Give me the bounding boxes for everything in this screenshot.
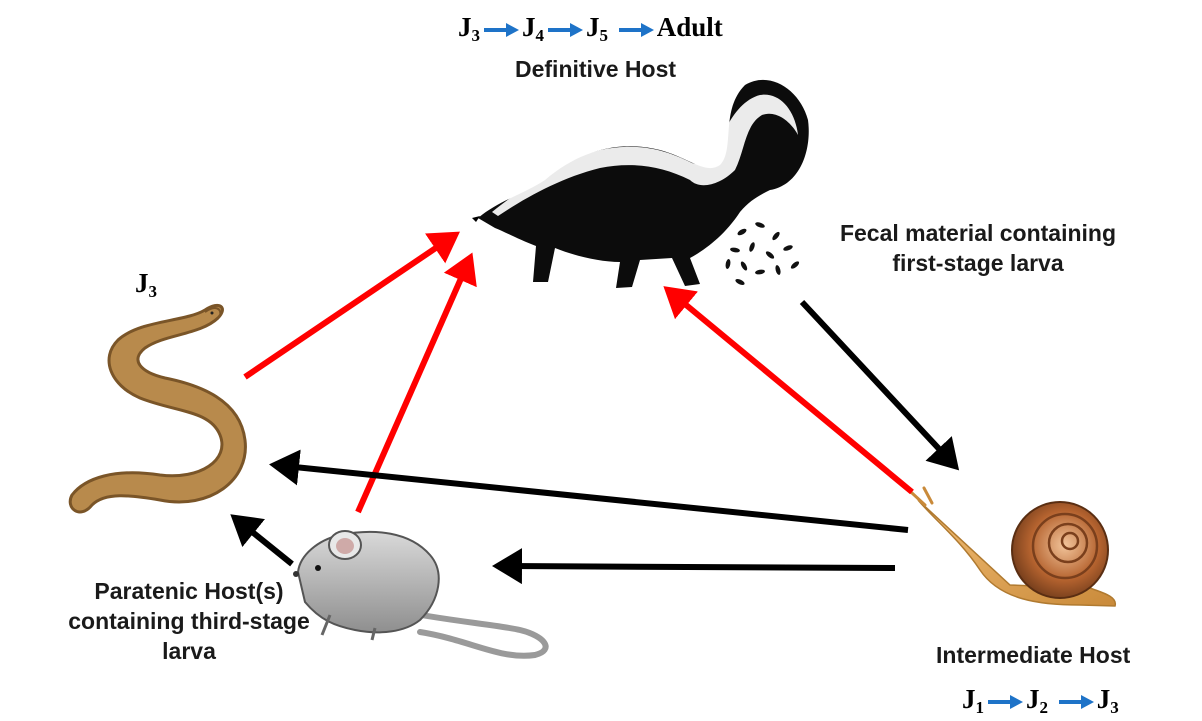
definitive-host-stages: J3 J4 J5 Adult [458, 12, 723, 42]
stage-adult: Adult [657, 12, 723, 42]
stage-arrow-icon [546, 23, 584, 37]
stage-j3-intermediate: J3 [1097, 684, 1119, 714]
stage-j2: J2 [1026, 684, 1048, 714]
fecal-line-2: first-stage larva [818, 248, 1138, 278]
arrow-snake-to-skunk [245, 235, 455, 377]
snake-stage-label: J3 [135, 268, 157, 298]
mouse-icon [293, 531, 546, 656]
paratenic-line-1: Paratenic Host(s) [55, 576, 323, 606]
fecal-line-1: Fecal material containing [818, 218, 1138, 248]
arrow-snail-to-skunk [668, 290, 912, 492]
fecal-material-label: Fecal material containing first-stage la… [818, 218, 1138, 278]
intermediate-host-label: Intermediate Host [936, 640, 1130, 670]
stage-arrow-icon [482, 23, 520, 37]
paratenic-line-3: larva [55, 636, 323, 666]
stage-j4: J4 [522, 12, 544, 42]
arrow-feces-to-snail [802, 302, 955, 466]
skunk-icon [472, 80, 809, 288]
arrow-snail-to-mouse [498, 566, 895, 568]
intermediate-host-stages: J1 J2 J3 [962, 684, 1119, 714]
stage-j5: J5 [586, 12, 608, 42]
stage-arrow-icon [617, 23, 655, 37]
definitive-host-label: Definitive Host [515, 54, 676, 84]
arrow-mouse-to-snake [235, 518, 292, 564]
stage-j3: J3 [458, 12, 480, 42]
arrow-snail-to-snake [275, 465, 908, 530]
stage-j1: J1 [962, 684, 984, 714]
stage-arrow-icon [986, 695, 1024, 709]
stage-arrow-icon [1057, 695, 1095, 709]
paratenic-host-label: Paratenic Host(s) containing third-stage… [55, 576, 323, 666]
fecal-droppings-icon [725, 221, 800, 286]
paratenic-line-2: containing third-stage [55, 606, 323, 636]
snake-icon [70, 305, 245, 512]
snail-icon [912, 488, 1115, 606]
